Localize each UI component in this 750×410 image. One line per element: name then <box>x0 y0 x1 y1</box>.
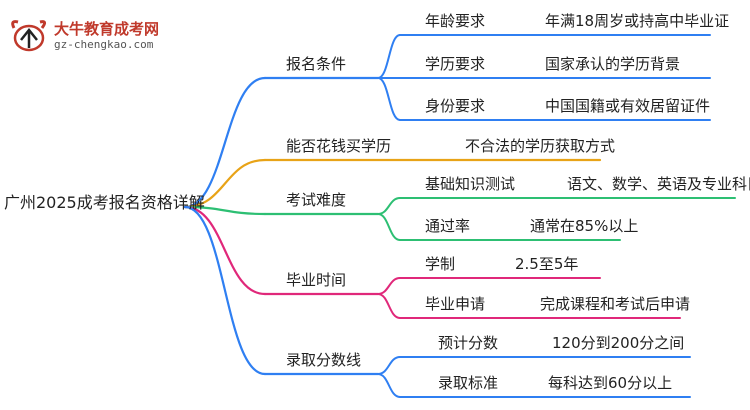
child-detail-3-1: 语文、数学、英语及专业科目 <box>567 175 750 193</box>
child-label-3-1: 基础知识测试 <box>425 175 516 193</box>
child-connector-3-1 <box>377 197 401 215</box>
child-detail-1-1: 年满18周岁或持高中毕业证 <box>545 12 730 30</box>
child-connector-1-1 <box>377 34 401 79</box>
child-detail-5-1: 120分到200分之间 <box>552 334 685 352</box>
child-connector-4-2 <box>377 293 401 319</box>
child-label-5-2: 录取标准 <box>438 374 499 392</box>
child-label-3-2: 通过率 <box>425 217 471 235</box>
branch-detail-2: 不合法的学历获取方式 <box>465 137 616 155</box>
child-detail-4-2: 完成课程和考试后申请 <box>540 295 691 313</box>
root-node: 广州2025成考报名资格详解 <box>4 193 205 212</box>
child-label-1-1: 年龄要求 <box>425 12 486 30</box>
child-connector-5-1 <box>377 356 401 375</box>
branch-connector-3 <box>183 205 267 216</box>
branch-connector-4 <box>183 205 267 296</box>
child-connector-3-2 <box>377 213 401 241</box>
logo-title: 大牛教育成考网 <box>54 20 160 38</box>
child-connector-5-2 <box>377 373 401 398</box>
child-detail-4-1: 2.5至5年 <box>515 255 579 273</box>
logo-url: gz-chengkao.com <box>54 38 154 51</box>
child-label-1-3: 身份要求 <box>425 97 486 115</box>
child-detail-3-2: 通常在85%以上 <box>530 217 639 235</box>
child-connector-1-3 <box>377 77 401 121</box>
branch-label-3: 考试难度 <box>286 191 347 209</box>
branch-label-1: 报名条件 <box>286 55 347 73</box>
branch-connector-5 <box>183 205 267 376</box>
branch-label-4: 毕业时间 <box>286 271 347 289</box>
bull-logo-icon <box>11 20 47 52</box>
child-label-5-1: 预计分数 <box>438 334 499 352</box>
branch-connector-1 <box>183 76 267 209</box>
child-label-1-2: 学历要求 <box>425 55 486 73</box>
child-label-4-2: 毕业申请 <box>425 295 486 313</box>
child-detail-1-3: 中国国籍或有效居留证件 <box>545 97 711 115</box>
branch-label-5: 录取分数线 <box>286 351 362 369</box>
site-logo: 大牛教育成考网 gz-chengkao.com <box>6 16 181 56</box>
branch-connector-2 <box>183 158 267 209</box>
branch-label-2: 能否花钱买学历 <box>286 137 392 155</box>
child-connector-4-1 <box>377 277 401 295</box>
child-detail-1-2: 国家承认的学历背景 <box>545 55 681 73</box>
child-detail-5-2: 每科达到60分以上 <box>548 374 673 392</box>
child-label-4-1: 学制 <box>425 255 456 273</box>
